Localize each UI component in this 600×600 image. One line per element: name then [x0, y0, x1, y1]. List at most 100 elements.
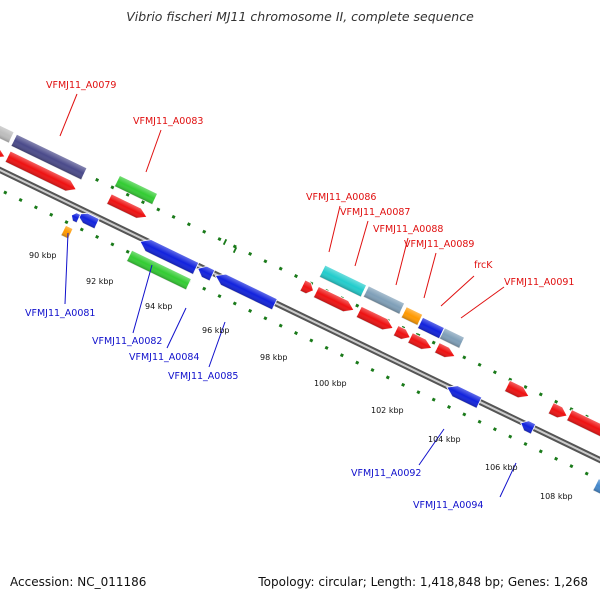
lower-dotted-track — [554, 456, 559, 461]
lower-dotted-track — [569, 464, 574, 469]
upper-dotted-track — [156, 207, 161, 212]
gene-label-forward: VFMJ11_A0087 — [340, 207, 410, 218]
gene-frcK-shade — [439, 327, 465, 349]
map-title: Vibrio fischeri MJ11 chromosome II, comp… — [126, 9, 474, 24]
lower-dotted-track — [278, 323, 283, 328]
upper-dotted-track — [248, 251, 253, 256]
gene-VFMJ11_A0082 — [139, 239, 200, 275]
tick-mark — [222, 238, 228, 246]
tick-mark — [232, 246, 238, 254]
summary-text: Topology: circular; Length: 1,418,848 bp… — [258, 575, 588, 589]
gene-red-right-b-shade — [566, 409, 600, 437]
gene-VFMJ11_A0089 — [417, 316, 445, 340]
scale-label: 96 kbp — [202, 326, 230, 335]
gene-blue-small — [70, 212, 82, 224]
gene-VFMJ11_A0089-shade — [417, 317, 445, 339]
upper-dotted-track — [492, 370, 497, 375]
leader-line-forward — [395, 237, 409, 286]
gene-red-frcK-b — [434, 342, 456, 358]
gene-label-forward: VFMJ11_A0083 — [133, 116, 203, 127]
gene-label-forward: VFMJ11_A0088 — [373, 224, 443, 235]
lower-dotted-track — [385, 375, 390, 380]
scale-label: 94 kbp — [145, 302, 173, 311]
gene-blue-small-shade — [71, 212, 81, 223]
scale-label: 90 kbp — [29, 251, 57, 260]
lower-dotted-track — [492, 427, 497, 432]
gene-label-forward: frcK — [474, 260, 493, 271]
gene-VFMJ11_A0094 — [592, 478, 600, 498]
gene-red-A0086b — [312, 285, 355, 313]
gene-VFMJ11_A0084-shade — [126, 250, 192, 290]
lower-dotted-track — [324, 345, 329, 350]
gene-red-frcK-b-shade — [434, 342, 456, 358]
leader-line-reverse — [166, 307, 187, 349]
gene-red-A0088b-shade — [393, 325, 411, 340]
gene-VFMJ11_A0082-shade — [140, 239, 199, 275]
upper-dotted-track — [538, 392, 543, 397]
lower-dotted-track — [584, 471, 589, 476]
scale-label: 102 kbp — [371, 406, 404, 415]
gene-VFMJ11_A0093 — [520, 420, 537, 435]
lower-dotted-track — [79, 227, 84, 232]
gene-VFMJ11_A0092-shade — [446, 385, 482, 409]
gene-red-A0089b-shade — [407, 332, 432, 350]
gene-red-A0087b — [355, 305, 394, 331]
upper-dotted-track — [140, 200, 146, 205]
upper-dotted-track — [293, 274, 299, 279]
leader-line-forward — [59, 93, 78, 137]
gene-labels: VFMJ11_A0079VFMJ11_A0083VFMJ11_A0086VFMJ… — [25, 80, 574, 511]
lower-dotted-track — [309, 338, 314, 343]
gene-VFMJ11_A0092 — [446, 385, 483, 409]
gene-grey-left-shade — [0, 119, 15, 143]
gene-label-reverse: VFMJ11_A0084 — [129, 352, 199, 363]
lower-dotted-track — [508, 434, 513, 439]
gene-VFMJ11_A0086-shade — [319, 265, 367, 297]
upper-dotted-track — [232, 244, 237, 249]
lower-dotted-track — [125, 249, 130, 254]
leader-line-reverse — [132, 264, 153, 334]
lower-dotted-track — [232, 301, 237, 306]
gene-red-A0088b — [392, 325, 411, 340]
gene-frcK — [438, 327, 466, 349]
leader-line-forward — [145, 129, 162, 173]
scale-label: 92 kbp — [86, 277, 114, 286]
gene-red-left-edge-shade — [0, 142, 5, 158]
gene-red-tiny-shade — [299, 279, 314, 294]
lower-dotted-track — [64, 220, 69, 225]
gene-VFMJ11_A0093-shade — [520, 420, 536, 434]
gene-label-reverse: VFMJ11_A0081 — [25, 308, 95, 319]
gene-label-forward: VFMJ11_A0079 — [46, 80, 116, 91]
label-leader-lines — [59, 93, 517, 498]
lower-dotted-track — [263, 316, 268, 321]
upper-dotted-track — [462, 355, 467, 360]
gene-label-reverse: VFMJ11_A0082 — [92, 336, 162, 347]
gene-red-right-a — [547, 402, 568, 419]
gene-VFMJ11_A0079 — [10, 133, 88, 181]
lower-dotted-track — [33, 205, 38, 210]
gene-VFMJ11_A0085-shade — [215, 274, 278, 310]
upper-dotted-track — [263, 259, 268, 264]
upper-dotted-track — [554, 399, 559, 404]
gene-VFMJ11_A0083-shade — [114, 175, 158, 205]
leader-line-reverse — [418, 428, 445, 466]
lower-dotted-track — [248, 308, 253, 313]
gene-label-reverse: VFMJ11_A0092 — [351, 468, 421, 479]
gene-VFMJ11_A0087 — [362, 285, 406, 315]
lower-dotted-track — [431, 397, 436, 402]
lower-dotted-track — [95, 234, 100, 239]
backbone-inner — [0, 168, 600, 462]
gene-red-A0089b — [407, 332, 433, 350]
upper-dotted-track — [171, 214, 176, 219]
upper-dotted-track — [508, 377, 513, 382]
accession-text: Accession: NC_011186 — [10, 575, 147, 589]
scale-label: 98 kbp — [260, 353, 288, 362]
lower-dotted-track — [293, 331, 299, 336]
gene-VFMJ11_A0086 — [318, 264, 368, 298]
backbone — [0, 166, 600, 464]
upper-dotted-track — [355, 303, 360, 308]
leader-line-reverse — [64, 232, 69, 305]
lower-dotted-track — [355, 360, 360, 365]
gene-VFMJ11_A0091-shade — [504, 380, 529, 398]
leader-line-forward — [440, 275, 475, 307]
lower-dotted-track — [339, 353, 344, 358]
